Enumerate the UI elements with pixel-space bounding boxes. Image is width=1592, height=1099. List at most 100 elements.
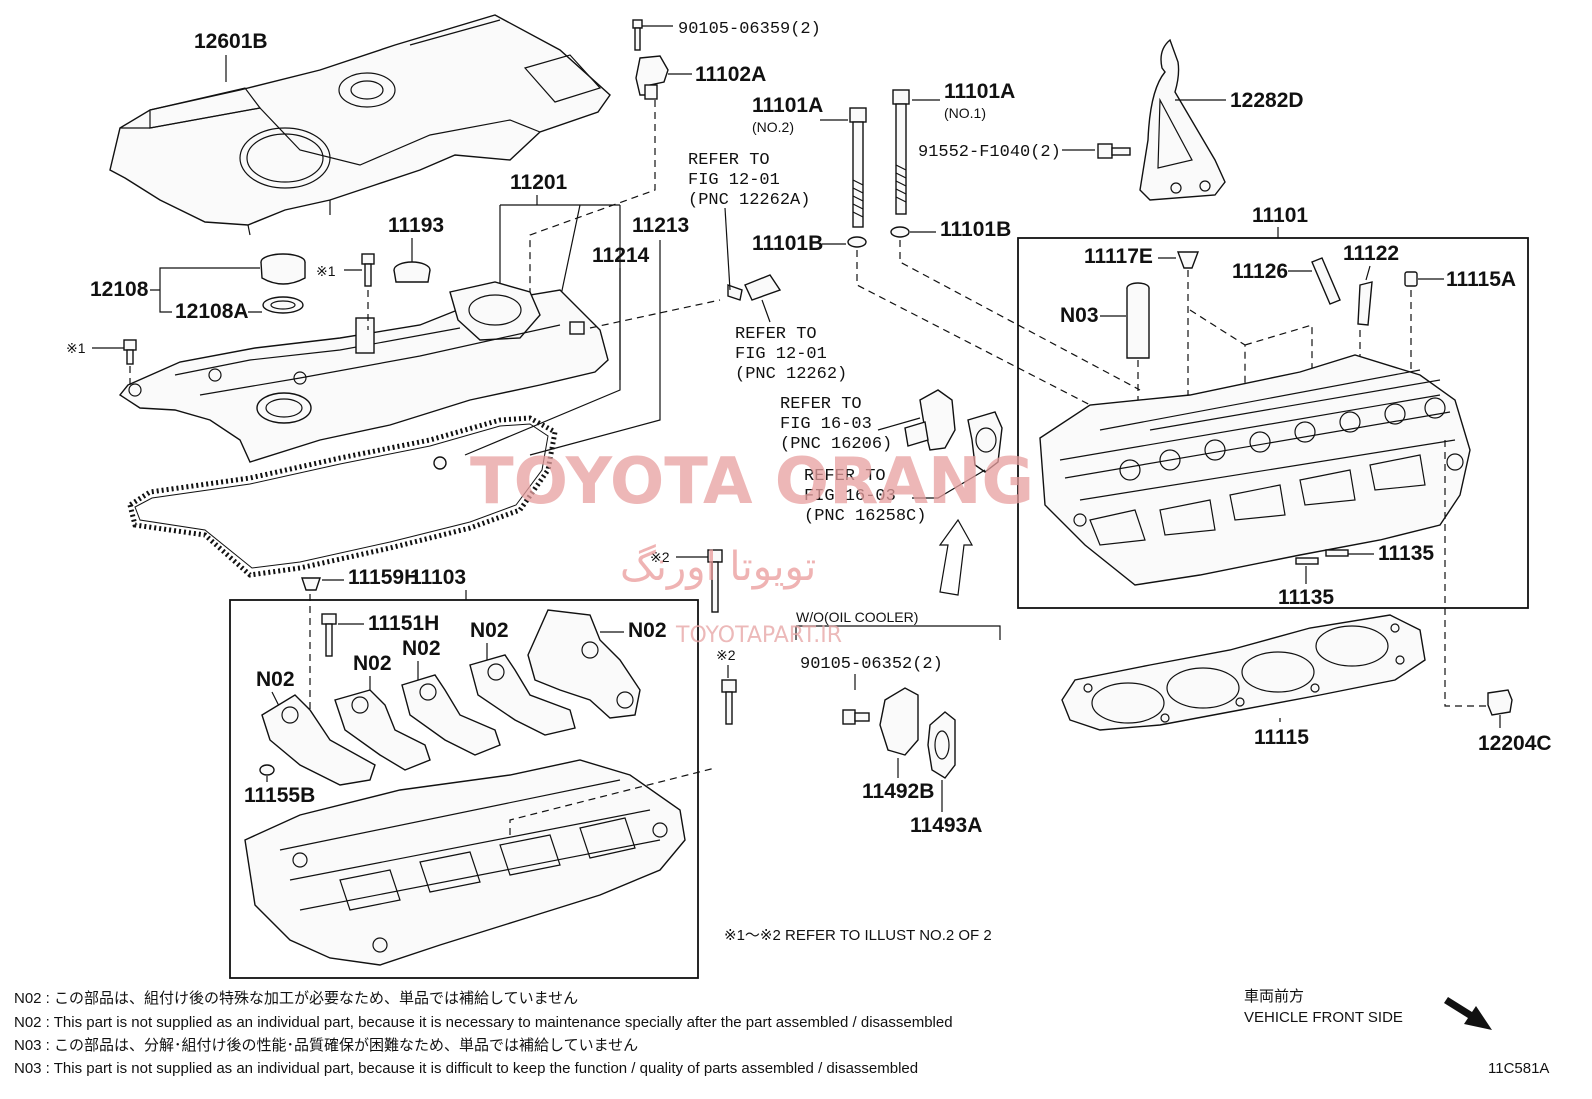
label-11159h: 11159H <box>348 566 419 589</box>
leader-11213 <box>529 240 661 456</box>
label-x2-mid: ※2 <box>716 647 736 663</box>
pin-11122 <box>1357 281 1373 326</box>
wo-oil-cooler-bracket <box>795 625 1001 640</box>
bolt-11151h <box>321 613 337 657</box>
bolt-x2-mid <box>721 679 737 725</box>
note-n02-jp: N02 : この部品は、組付け後の特殊な加工が必要なため、単品では補給していませ… <box>14 990 578 1007</box>
label-n03: N03 <box>1060 304 1099 327</box>
label-x2-top: ※2 <box>650 549 670 565</box>
label-11151h: 11151H <box>368 612 439 635</box>
camshaft-housing-box <box>229 599 699 979</box>
oil-filler-cap <box>260 253 306 314</box>
dash-x2 <box>509 767 716 835</box>
dash-12204c <box>1444 440 1490 707</box>
vehicle-front-arrow-icon <box>1444 997 1492 1030</box>
engine-hanger-12282d <box>1139 38 1226 201</box>
refer-16206-line3: (PNC 16206) <box>780 435 892 454</box>
refer-12262a-line2: FIG 12-01 <box>688 171 780 190</box>
cam-sensor-drawing <box>632 19 669 100</box>
label-n02-4: N02 <box>470 619 509 642</box>
label-91552-f1040: 91552-F1040(2) <box>918 143 1061 162</box>
dash-bolt-no2 <box>856 250 1101 411</box>
label-11101a-no1: 11101A <box>944 80 1015 103</box>
label-12108a: 12108A <box>175 300 249 323</box>
label-11101b-left: 11101B <box>752 232 823 255</box>
front-side-jp: 車両前方 <box>1244 988 1304 1005</box>
leader-refer-16206 <box>877 417 921 431</box>
label-12282d: 12282D <box>1230 89 1304 112</box>
label-11101: 11101 <box>1252 204 1308 227</box>
head-gasket-11115 <box>1061 614 1426 731</box>
label-n02-5: N02 <box>628 619 667 642</box>
cover-plate-11492b <box>879 687 919 756</box>
label-n02-3: N02 <box>402 637 441 660</box>
head-bolt-no1 <box>892 89 910 215</box>
bearing-caps-n02 <box>261 609 641 786</box>
oil-seal-plug-11193 <box>393 261 431 283</box>
dash-head-parts <box>1137 270 1412 425</box>
plug-11159h <box>301 577 321 591</box>
refer-illust-note: ※1～※2 REFER TO ILLUST NO.2 OF 2 <box>724 927 992 944</box>
leader-refer-12262a <box>724 207 731 291</box>
head-cover-gasket-inner <box>134 423 549 569</box>
plug-12204c <box>1487 689 1513 716</box>
bolt-x1-left <box>123 339 137 365</box>
direction-arrow-up-icon <box>938 518 974 596</box>
label-11135-right: 11135 <box>1378 542 1434 565</box>
leader-11122 <box>1365 265 1371 281</box>
label-11155b: 11155B <box>244 784 315 807</box>
label-n02-2: N02 <box>353 652 392 675</box>
refer-block-16258c: REFER TO FIG 16-03 (PNC 16258C) <box>804 467 926 526</box>
refer-block-12262a: REFER TO FIG 12-01 (PNC 12262A) <box>688 151 810 210</box>
head-cover-drawing <box>118 281 609 463</box>
label-11493a: 11493A <box>910 814 982 837</box>
dash-pcv <box>589 299 721 329</box>
label-11117e: 11117E <box>1084 245 1153 268</box>
washer-11101b-right <box>890 226 910 238</box>
bolt-x2-top <box>707 549 723 613</box>
label-90105-06352: 90105-06352(2) <box>800 655 943 674</box>
refer-12262-line2: FIG 12-01 <box>735 345 827 364</box>
leader-refer-12262 <box>761 299 771 323</box>
bolt-90105-06352 <box>842 709 870 725</box>
refer-12262-line3: (PNC 12262) <box>735 365 847 384</box>
illustration-code: 11C581A <box>1488 1060 1549 1077</box>
label-90105-06359: 90105-06359(2) <box>678 20 821 39</box>
guide-11126 <box>1311 257 1341 305</box>
label-x1-top: ※1 <box>316 263 336 279</box>
label-no2: (NO.2) <box>752 119 794 135</box>
label-11115a: 11115A <box>1446 268 1516 291</box>
gasket-tab <box>433 456 447 470</box>
camshaft-housing-drawing <box>244 759 686 966</box>
plug-11155b <box>259 764 275 776</box>
sleeve-n03 <box>1126 282 1150 359</box>
note-n03-en: N03 : This part is not supplied as an in… <box>14 1060 918 1077</box>
leader-11214 <box>464 268 621 456</box>
refer-16258c-line1: REFER TO <box>804 467 886 486</box>
washer-11101b-left <box>847 236 867 248</box>
refer-16206-line1: REFER TO <box>780 395 862 414</box>
label-12601b: 12601B <box>194 30 268 53</box>
dash-sensor <box>529 100 656 330</box>
label-x1-left: ※1 <box>66 340 86 356</box>
pcv-hose <box>727 274 782 301</box>
label-no1: (NO.1) <box>944 105 986 121</box>
pin-11115a <box>1404 271 1418 287</box>
front-side-en: VEHICLE FRONT SIDE <box>1244 1009 1403 1026</box>
watermark-persian: تویوتا اورنگ <box>620 544 816 590</box>
refer-16258c-line2: FIG 16-03 <box>804 487 896 506</box>
leader-11201 <box>499 195 621 380</box>
label-12204c: 12204C <box>1478 732 1552 755</box>
label-11115: 11115 <box>1254 726 1309 749</box>
watermark-brand: TOYOTA ORANG <box>470 445 1034 519</box>
leaders-sensor <box>642 25 692 75</box>
refer-12262a-line3: (PNC 12262A) <box>688 191 810 210</box>
wo-oil-cooler-label: W/O(OIL COOLER) <box>796 609 918 625</box>
label-11126: 11126 <box>1232 260 1288 283</box>
head-cover-gasket <box>127 415 558 578</box>
plug-11117e <box>1176 251 1200 269</box>
leader-12108 <box>150 267 262 313</box>
cylinder-head-drawing <box>1039 354 1471 586</box>
label-11102a: 11102A <box>695 63 766 86</box>
